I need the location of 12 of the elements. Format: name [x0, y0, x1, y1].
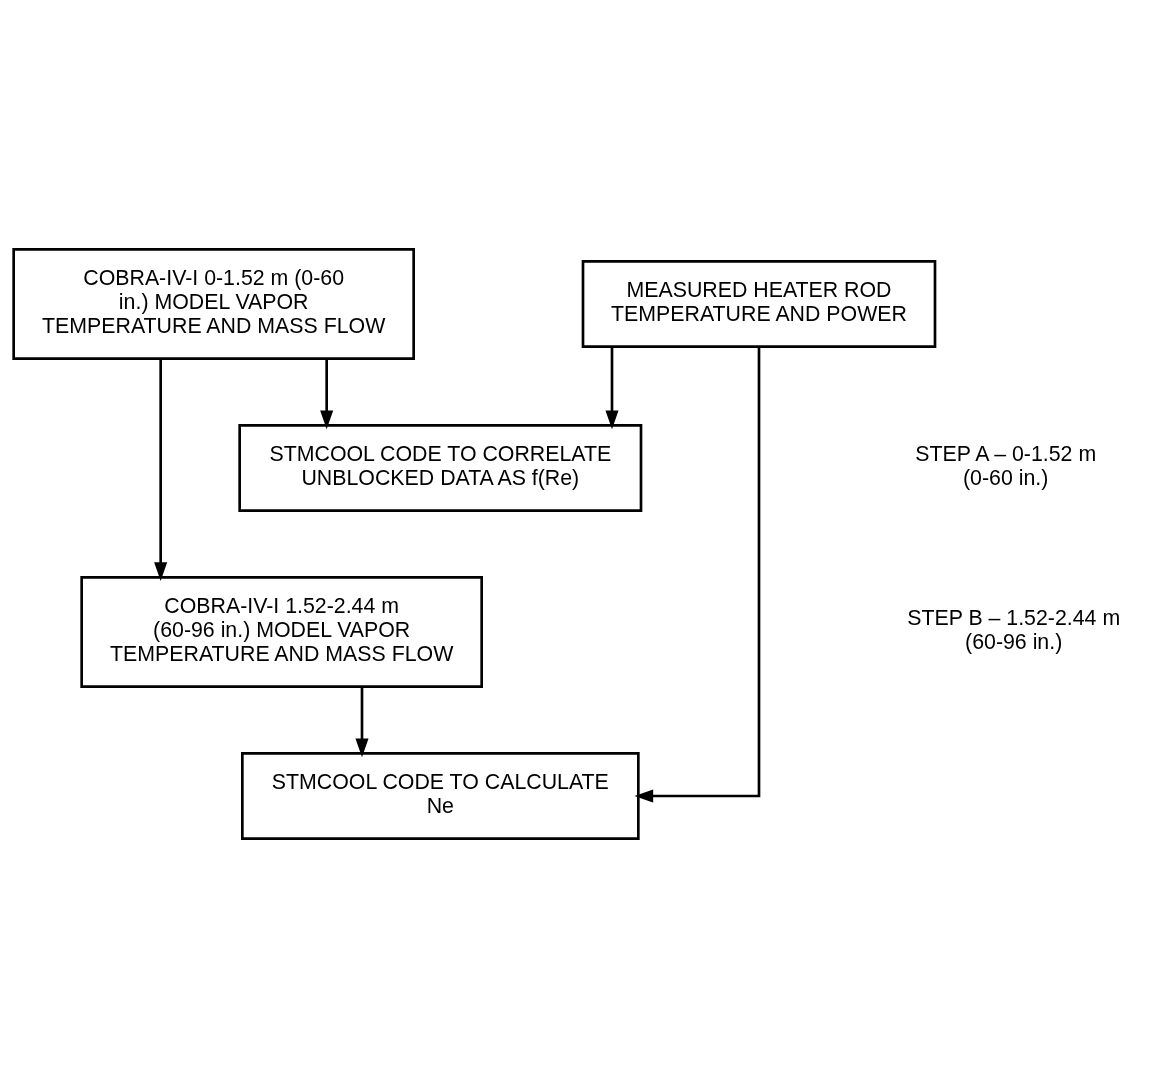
node-box: STMCOOL CODE TO CALCULATE Ne	[241, 751, 640, 840]
label: STEP B – 1.52-2.44 m (60-96 in.)	[907, 605, 1121, 654]
node-box: COBRA-IV-I 0-1.52 m (0-60 in.) MODEL VAPOR TEMPERATURE AND MASS FLOW	[12, 247, 415, 360]
arrow	[355, 686, 369, 757]
arrow	[320, 358, 334, 429]
arrow	[634, 346, 761, 803]
arrow	[605, 346, 619, 429]
node-box: COBRA-IV-I 1.52-2.44 m (60-96 in.) MODEL VAPOR TEMPERATURE AND MASS FLOW	[80, 575, 483, 688]
arrow	[154, 358, 168, 581]
node-box: STMCOOL CODE TO CORRELATE UNBLOCKED DATA AS f(Re)	[238, 423, 643, 512]
node-box: MEASURED HEATER ROD TEMPERATURE AND POWER	[581, 259, 937, 348]
label: STEP A – 0-1.52 m (0-60 in.)	[915, 441, 1097, 490]
